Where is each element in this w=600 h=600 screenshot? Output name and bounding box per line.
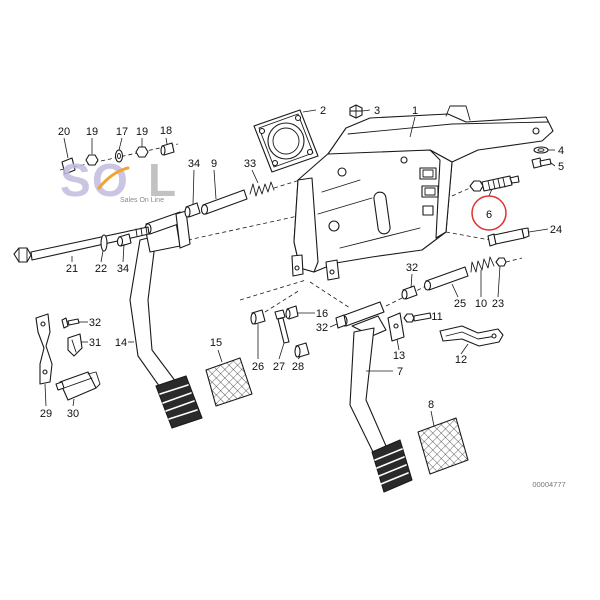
callout-23: 23 [492,298,504,310]
callout-10: 10 [475,298,487,310]
callout-32: 32 [316,322,328,334]
hex-bolt [403,312,432,323]
callout-13: 13 [393,350,405,362]
lower-switch [55,371,101,401]
rubber-buffer [294,342,310,358]
callout-12: 12 [455,354,467,366]
callout-14: 14 [115,337,127,349]
callout-27: 27 [273,361,285,373]
callout-31: 31 [89,337,101,349]
callout-9: 9 [211,158,217,170]
return-spring [249,181,275,197]
callout-5: 5 [558,161,564,173]
drawing-number: 00004777 [532,480,565,489]
bushing [401,285,418,300]
leader-lines [44,109,556,427]
nut [135,146,149,158]
callout-4: 4 [558,145,564,157]
callout-34: 34 [188,158,200,170]
callout-19: 19 [86,126,98,138]
callout-34: 34 [117,263,129,275]
bushing-small [250,309,266,325]
callout-17: 17 [116,126,128,138]
gasket-plate [253,109,319,173]
bracket-nut [349,104,363,119]
callout-labels: 20 19 17 19 18 34 9 33 2 3 1 4 5 6 24 21… [40,105,564,420]
switch-rod [487,227,530,247]
lever [439,325,504,347]
retaining-clip [67,333,83,357]
stop-bolt [274,309,290,344]
logo-letter-l: L [148,154,176,206]
bracket-bolt [531,157,552,169]
logo-letter-o: O [92,154,128,206]
pedal-switch [469,175,520,192]
callout-32: 32 [406,262,418,274]
flat-washer [100,234,108,252]
callout-19: 19 [136,126,148,138]
nut [85,154,99,166]
logo-swoosh [97,166,130,190]
callout-6: 6 [486,209,492,221]
washer [533,146,549,154]
callout-11: 11 [431,311,442,323]
pedal-bracket [291,105,554,281]
callout-2: 2 [320,105,326,117]
callout-28: 28 [292,361,304,373]
coil-spring [470,256,495,273]
callout-33: 33 [244,158,256,170]
push-rod [423,266,469,291]
callout-25: 25 [454,298,466,310]
callout-3: 3 [374,105,380,117]
hub-bushing [335,314,347,329]
bushing-lower [116,233,132,247]
callout-30: 30 [67,408,79,420]
callout-20: 20 [58,126,70,138]
pivot-bolt [13,226,150,263]
screw [61,317,80,329]
pivot-pin [200,189,248,215]
callout-15: 15 [210,337,222,349]
pedal-left [129,210,203,429]
callout-21: 21 [66,263,78,275]
pedal-pad-left [205,357,253,407]
small-bracket [387,312,405,342]
hex-nut [495,257,507,267]
logo-letter-s: S [60,154,91,206]
callout-22: 22 [95,263,107,275]
watermark-logo: S O L Sales On Line [60,154,176,206]
highlight-circle [471,195,507,231]
pedal-right [340,301,413,493]
callout-16: 16 [316,308,328,320]
callout-26: 26 [252,361,264,373]
callout-24: 24 [550,224,562,236]
clip [61,157,76,175]
switch-bracket [35,313,53,385]
callout-18: 18 [160,125,172,137]
callout-29: 29 [40,408,52,420]
stop-cap [285,305,299,320]
logo-tagline: Sales On Line [120,197,164,204]
assembly-axis-lines [59,143,523,313]
callout-7: 7 [397,366,403,378]
pedal-pad-right [417,417,469,475]
end-cap [160,142,175,156]
callout-32: 32 [89,317,101,329]
bushing-upper [184,202,201,218]
callout-8: 8 [428,399,434,411]
callout-1: 1 [412,105,418,117]
